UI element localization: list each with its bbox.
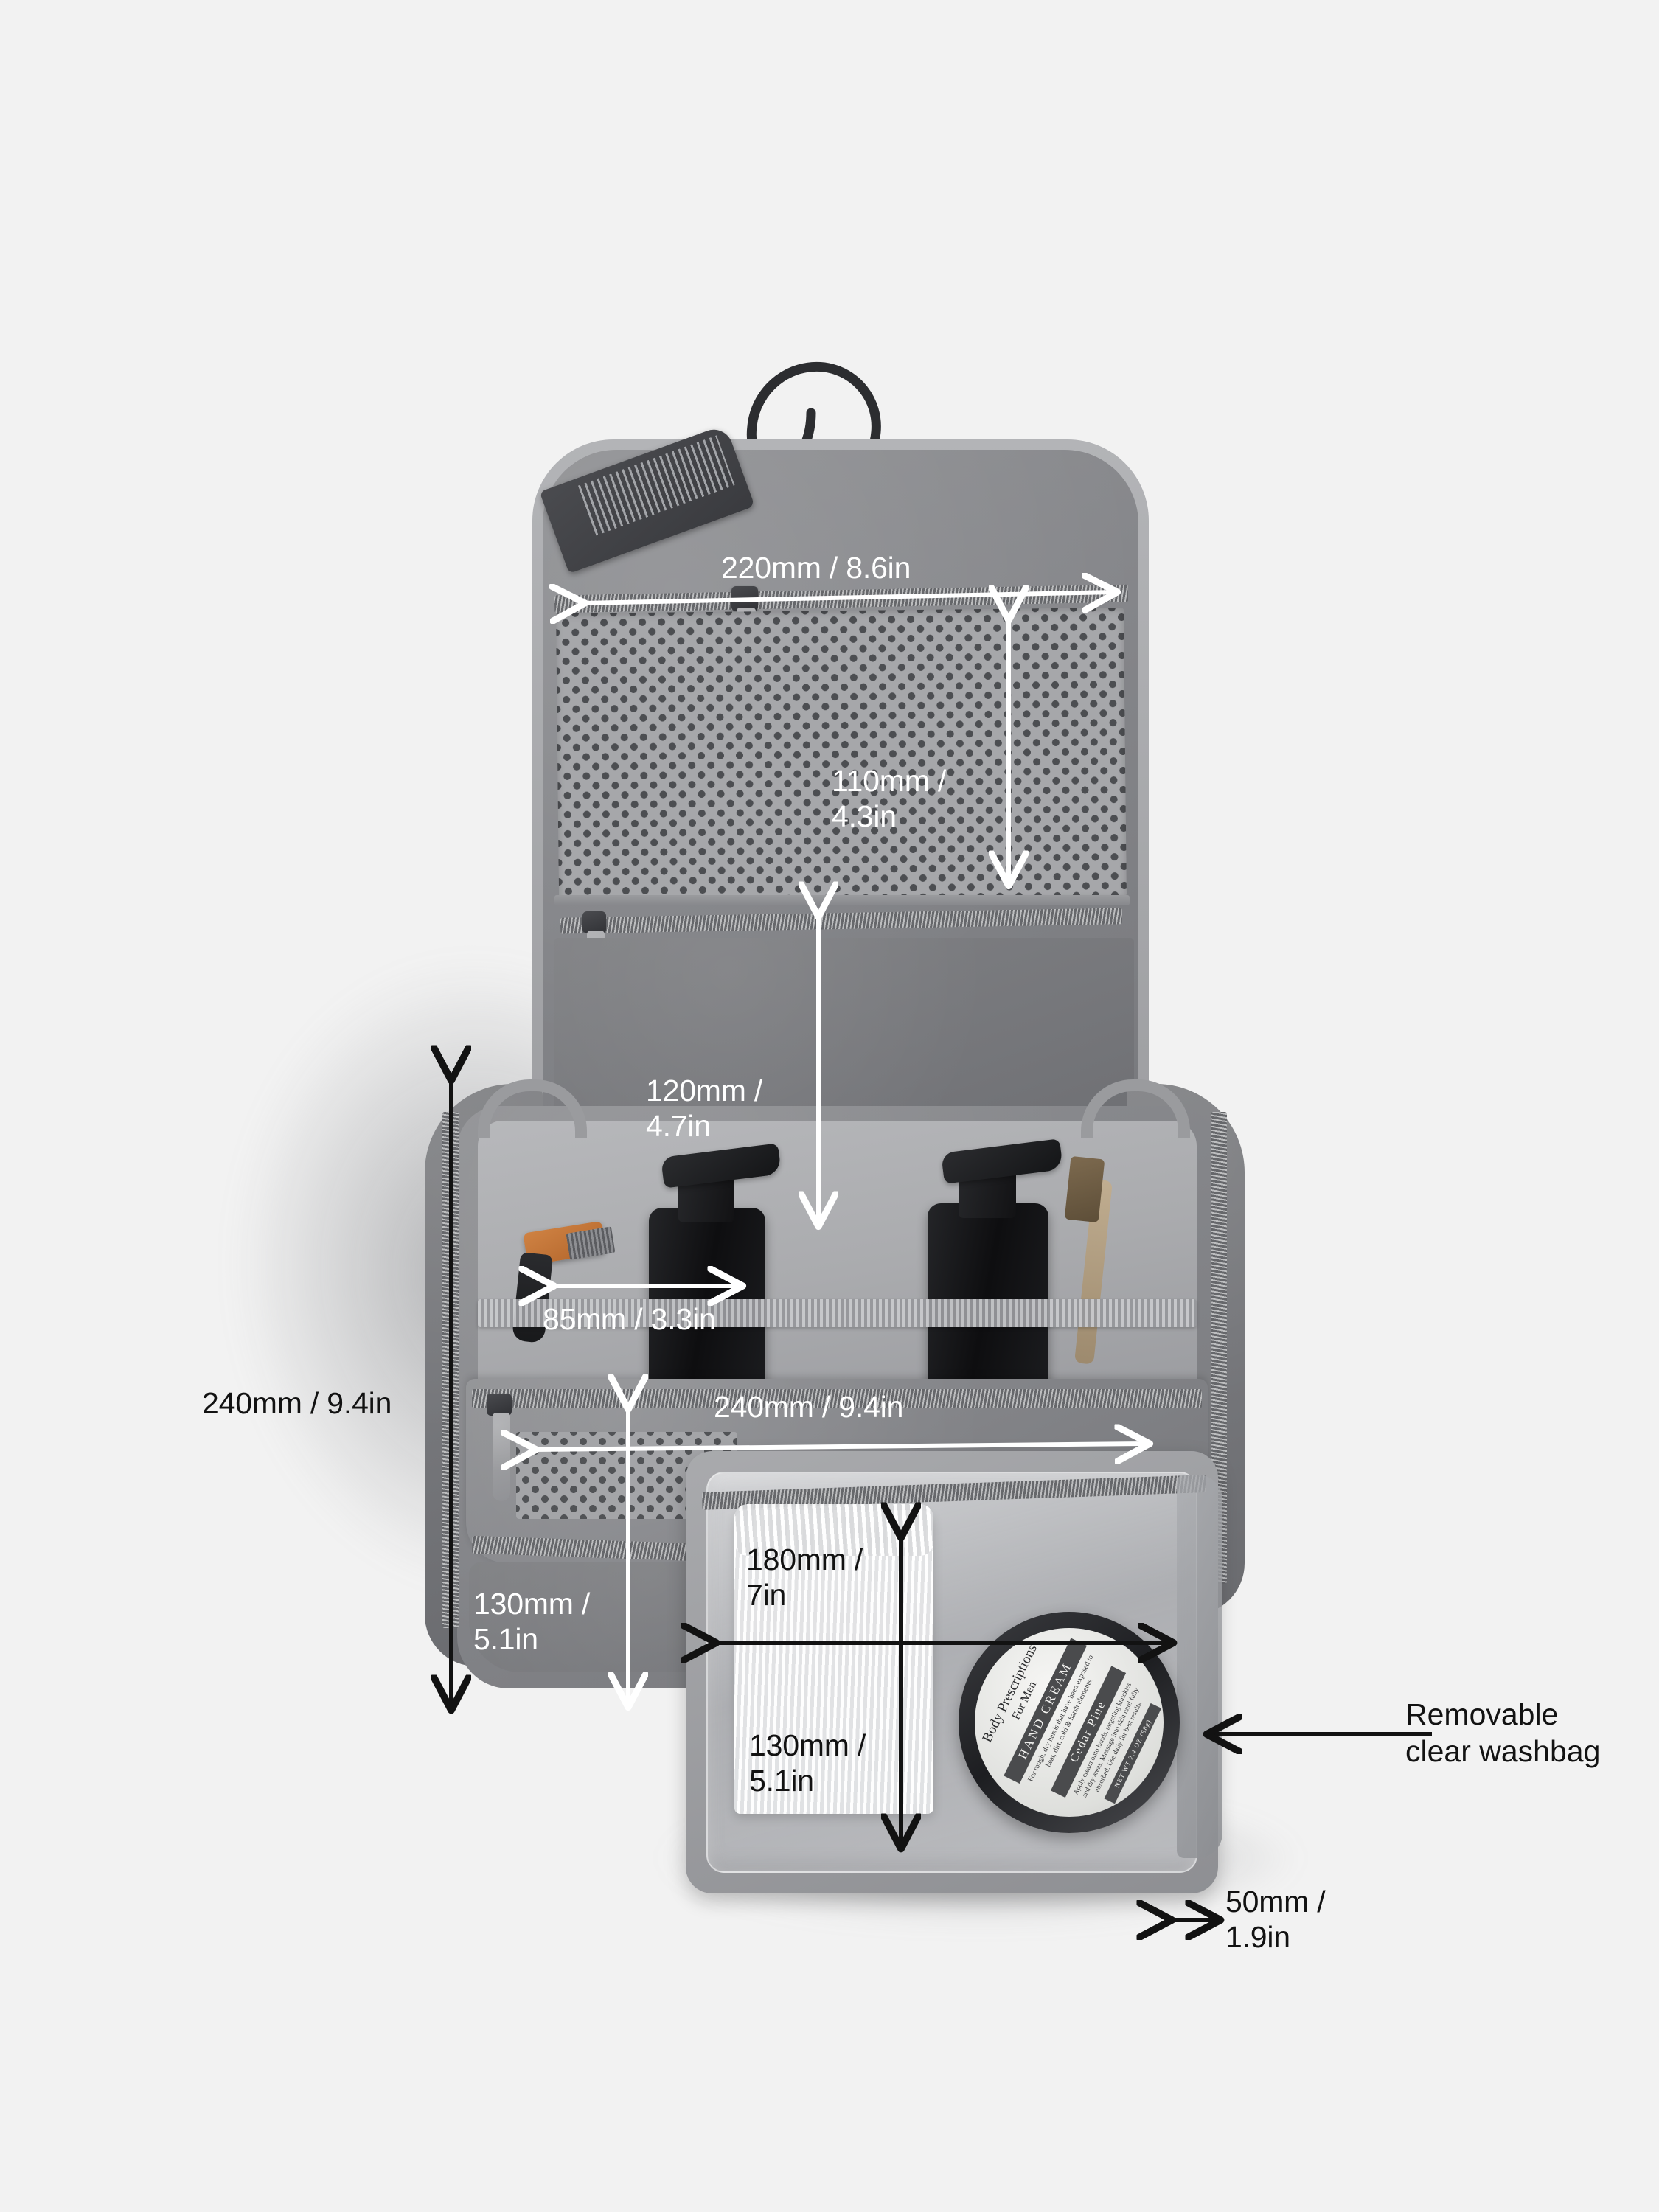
annotation-removable-clear-washbag: Removable clear washbag — [1405, 1697, 1601, 1769]
dim-label-washbag-height: 130mm / 5.1in — [749, 1728, 866, 1798]
dim-label-mesh-pocket-height: 110mm / 4.3in — [832, 764, 947, 833]
dim-label-bottle-pocket-width: 85mm / 3.3in — [543, 1302, 716, 1336]
dim-label-washbag-depth: 50mm / 1.9in — [1225, 1885, 1326, 1954]
wooden-brush-head — [1064, 1155, 1105, 1223]
dim-label-washbag-width: 180mm / 7in — [746, 1543, 863, 1612]
dim-label-body-width: 240mm / 9.4in — [714, 1390, 904, 1424]
lid-mesh-pocket-bottom-edge — [554, 895, 1130, 905]
dim-label-overall-height: 240mm / 9.4in — [202, 1386, 392, 1420]
body-front-zipper[interactable] — [472, 1389, 1202, 1408]
dim-label-body-depth-height: 130mm / 5.1in — [473, 1587, 591, 1656]
clear-washbag-gusset — [1177, 1475, 1222, 1858]
hand-cream-jar-label: Body Prescriptions For Men HAND CREAM Fo… — [975, 1628, 1164, 1817]
lid-mesh-pocket[interactable] — [555, 607, 1127, 903]
body-left-side-zipper[interactable] — [442, 1112, 459, 1628]
body-front-zipper-tab[interactable] — [493, 1413, 510, 1501]
dim-label-lid-width: 220mm / 8.6in — [721, 551, 911, 585]
lid-zipper-lower-pull[interactable] — [582, 911, 606, 933]
body-front-zipper-pull[interactable] — [487, 1394, 512, 1416]
dim-label-lid-lower-panel-height: 120mm / 4.7in — [646, 1074, 763, 1143]
